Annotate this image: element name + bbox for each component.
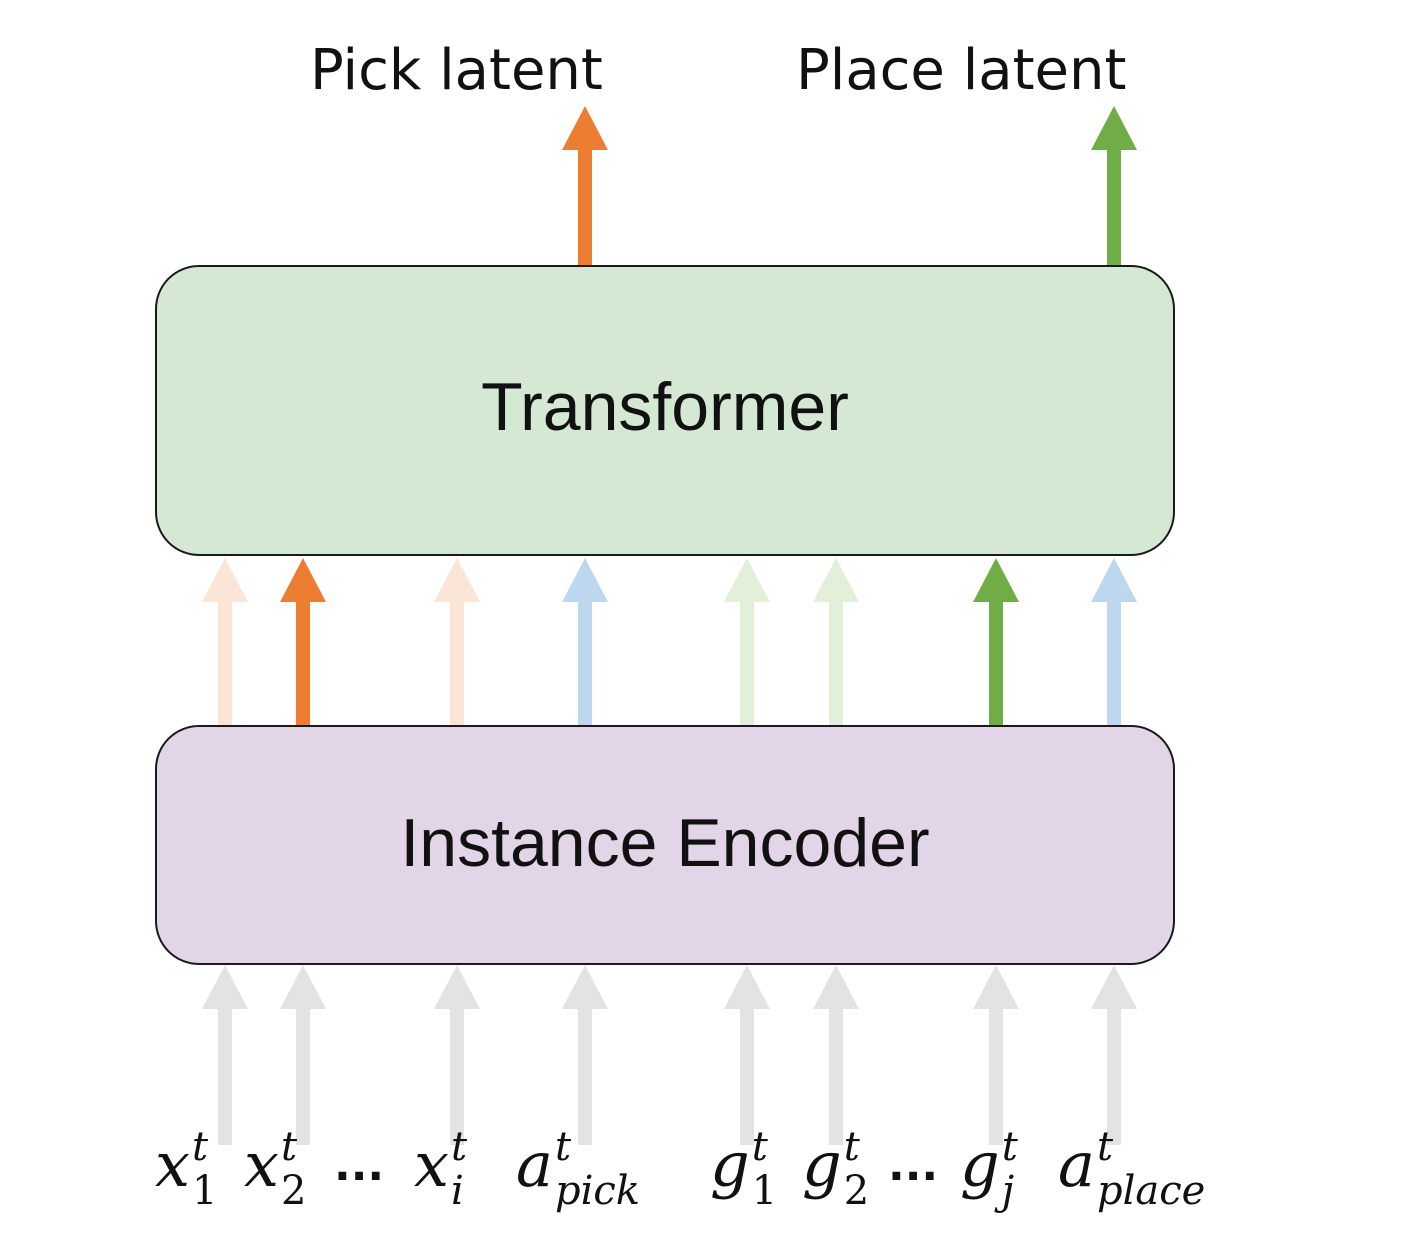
place-latent-arrow xyxy=(1091,106,1137,268)
encoded-arrow-x2 xyxy=(280,558,326,725)
input-arrow-g1 xyxy=(724,965,770,1145)
input-arrow-xi xyxy=(434,965,480,1145)
encoded-arrow-g2 xyxy=(813,558,859,725)
place-latent-label: Place latent xyxy=(796,38,1127,103)
input-arrow-g2 xyxy=(813,965,859,1145)
encoded-arrow-g1 xyxy=(724,558,770,725)
pick-latent-label: Pick latent xyxy=(310,38,603,103)
encoded-arrow-xi xyxy=(434,558,480,725)
transformer-label: Transformer xyxy=(481,368,849,445)
ellipsis-x: ... xyxy=(334,1140,385,1191)
encoded-arrow-a-place xyxy=(1091,558,1137,725)
encoded-arrow-x1 xyxy=(202,558,248,725)
input-arrow-x2 xyxy=(280,965,326,1145)
pick-latent-arrow xyxy=(562,106,608,265)
encoded-arrow-gj xyxy=(973,558,1019,725)
input-arrow-x1 xyxy=(202,965,248,1145)
input-arrow-a-pick xyxy=(562,965,608,1145)
encoded-arrow-a-pick xyxy=(562,558,608,725)
instance-encoder-block: Instance Encoder xyxy=(155,725,1175,965)
input-arrow-gj xyxy=(973,965,1019,1145)
transformer-block: Transformer xyxy=(155,265,1175,556)
input-arrow-a-place xyxy=(1091,965,1137,1145)
ellipsis-g: ... xyxy=(888,1140,939,1191)
instance-encoder-label: Instance Encoder xyxy=(400,805,930,881)
